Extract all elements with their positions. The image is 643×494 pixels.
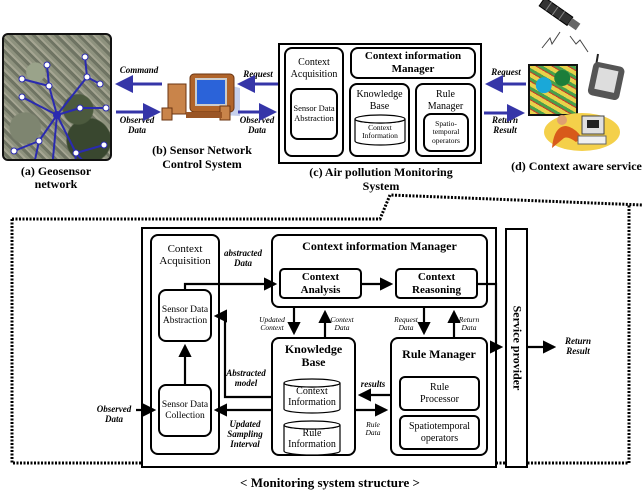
spatiotemporal-operators-box: Spatiotemporal operators [399, 415, 480, 450]
top-rule-manager-label: Rule Manager [427, 89, 464, 112]
computer-icon [160, 68, 250, 124]
geosensor-caption: (a) Geosensor network [20, 164, 92, 192]
top-context-information-label: Context Information [362, 123, 398, 141]
request-data-label: Request Data [394, 315, 418, 333]
updated-context-label: Updated Context [259, 315, 285, 333]
monitoring-caption-1: (c) Air pollution Monitoring [309, 165, 453, 179]
top-context-acquisition-label: Context Acquisition [290, 57, 338, 80]
top-context-information-db [354, 114, 406, 146]
pda-icon [586, 52, 626, 101]
sensor-data-abstraction-box: Sensor Data Abstraction [158, 289, 212, 342]
top-spatio-temporal-label: Spatio-temporal operators [432, 118, 460, 145]
sensor-data-collection-box: Sensor Data Collection [158, 384, 212, 437]
top-spatio-temporal-box: Spatio-temporal operators [423, 113, 469, 152]
cim-title: Context information Manager [302, 239, 457, 253]
return-result-label-bottom: Return Result [564, 336, 591, 356]
rule-information-db [283, 420, 341, 456]
context-data-label: Context Data [330, 315, 354, 333]
command-label: Command [119, 65, 159, 75]
top-sensor-data-abstraction-label: Sensor Data Abstraction [293, 103, 335, 123]
service-provider-box [505, 228, 528, 468]
sensor-data-collection-label: Sensor Data Collection [161, 399, 209, 421]
abstraction-to-analysis-arrow [183, 277, 278, 291]
observed-data-label-left: Observed Data [119, 115, 155, 135]
monitoring-caption-2: System [362, 179, 400, 193]
observed-data-label-mid: Observed Data [239, 115, 275, 135]
sensor-network-caption-1: (b) Sensor Network [152, 143, 252, 157]
satellite-icon [530, 0, 600, 60]
context-reasoning-box: Context Reasoning [395, 268, 478, 299]
context-information-label: Context Information [288, 386, 336, 408]
return-result-label-top: Return Result [491, 115, 518, 135]
top-cim-label: Context information Manager [364, 50, 462, 75]
monitoring-structure-caption: < Monitoring system structure > [240, 475, 420, 490]
results-label: results [360, 379, 386, 389]
updated-sampling-interval-label: Updated Sampling Interval [227, 419, 263, 449]
spatiotemporal-operators-label: Spatiotemporal operators [408, 421, 471, 444]
map-screen-icon [528, 64, 578, 116]
sensor-data-abstraction-label: Sensor Data Abstraction [161, 304, 209, 326]
abstracted-model-label: Abstracted model [226, 368, 266, 388]
request-label-mid: Request [243, 69, 273, 79]
top-sensor-data-abstraction-box: Sensor Data Abstraction [290, 88, 338, 140]
sensor-network-graph [10, 53, 110, 159]
geosensor-map [2, 33, 112, 161]
abstracted-model-arrow [213, 309, 271, 399]
observed-data-label-bottom: Observed Data [96, 404, 132, 424]
request-label-right: Request [491, 67, 521, 77]
knowledge-base-label: Knowledge Base [284, 342, 343, 370]
rule-processor-box: Rule Processor [399, 376, 480, 411]
context-analysis-label: Context Analysis [300, 270, 341, 296]
return-data-label: Return Data [458, 315, 480, 333]
context-information-db [283, 378, 341, 414]
context-reasoning-label: Context Reasoning [412, 270, 461, 296]
reasoning-to-service-arrow [478, 282, 504, 354]
abstracted-data-label: abstracted Data [224, 248, 262, 268]
sensor-network-caption-2: Control System [162, 157, 242, 171]
rule-manager-label: Rule Manager [402, 347, 476, 361]
rule-processor-label: Rule Processor [420, 382, 459, 405]
rule-information-label: Rule Information [288, 428, 336, 450]
person-computer-icon [542, 108, 620, 152]
context-acquisition-label: Context Acquisition [159, 243, 211, 268]
top-knowledge-base-label: Knowledge Base [356, 89, 403, 112]
context-aware-service-caption: (d) Context aware service [511, 159, 642, 173]
context-analysis-box: Context Analysis [279, 268, 362, 299]
rule-data-label: Rule Data [365, 420, 381, 438]
top-cim-box: Context information Manager [350, 47, 476, 79]
